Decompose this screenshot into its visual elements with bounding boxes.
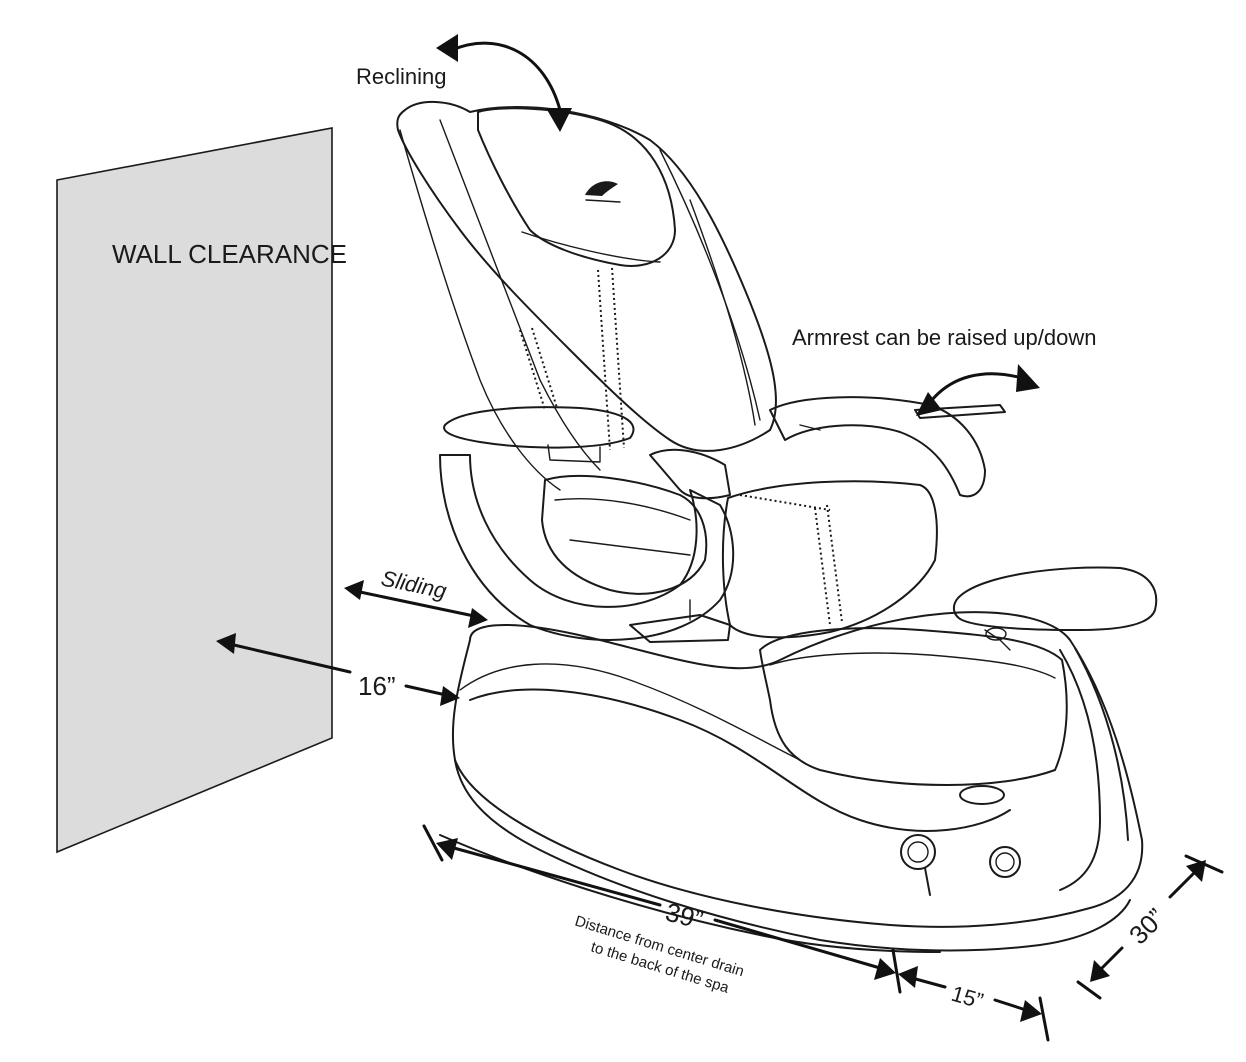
wall-clearance-label: WALL CLEARANCE xyxy=(112,239,347,269)
width-label: 30” xyxy=(1123,902,1171,950)
wall-panel xyxy=(56,127,333,854)
chair-legrest xyxy=(629,480,938,643)
wall-distance-arrow xyxy=(216,633,460,706)
annotation-arrows xyxy=(216,34,1224,1042)
drain-distance-label: 15” xyxy=(949,981,986,1014)
length-arrow xyxy=(422,824,902,994)
base-armrest xyxy=(952,566,1158,651)
reclining-label: Reclining xyxy=(356,64,447,89)
width-arrow xyxy=(1076,854,1224,1000)
left-armrest xyxy=(439,406,735,641)
sliding-arrow xyxy=(344,580,488,628)
reclining-arrow xyxy=(436,34,572,132)
pedicure-chair-illustration xyxy=(396,100,1158,953)
length-label: 39” xyxy=(663,897,707,935)
chair-seat xyxy=(541,475,708,595)
armrest-arrow xyxy=(916,364,1040,416)
chair-backrest xyxy=(396,100,777,491)
drain-arrow xyxy=(898,966,1050,1042)
chair-brand-logo xyxy=(585,181,621,203)
spa-base xyxy=(439,611,1144,953)
wall-distance-label: 16” xyxy=(358,671,396,701)
armrest-label: Armrest can be raised up/down xyxy=(792,325,1097,350)
